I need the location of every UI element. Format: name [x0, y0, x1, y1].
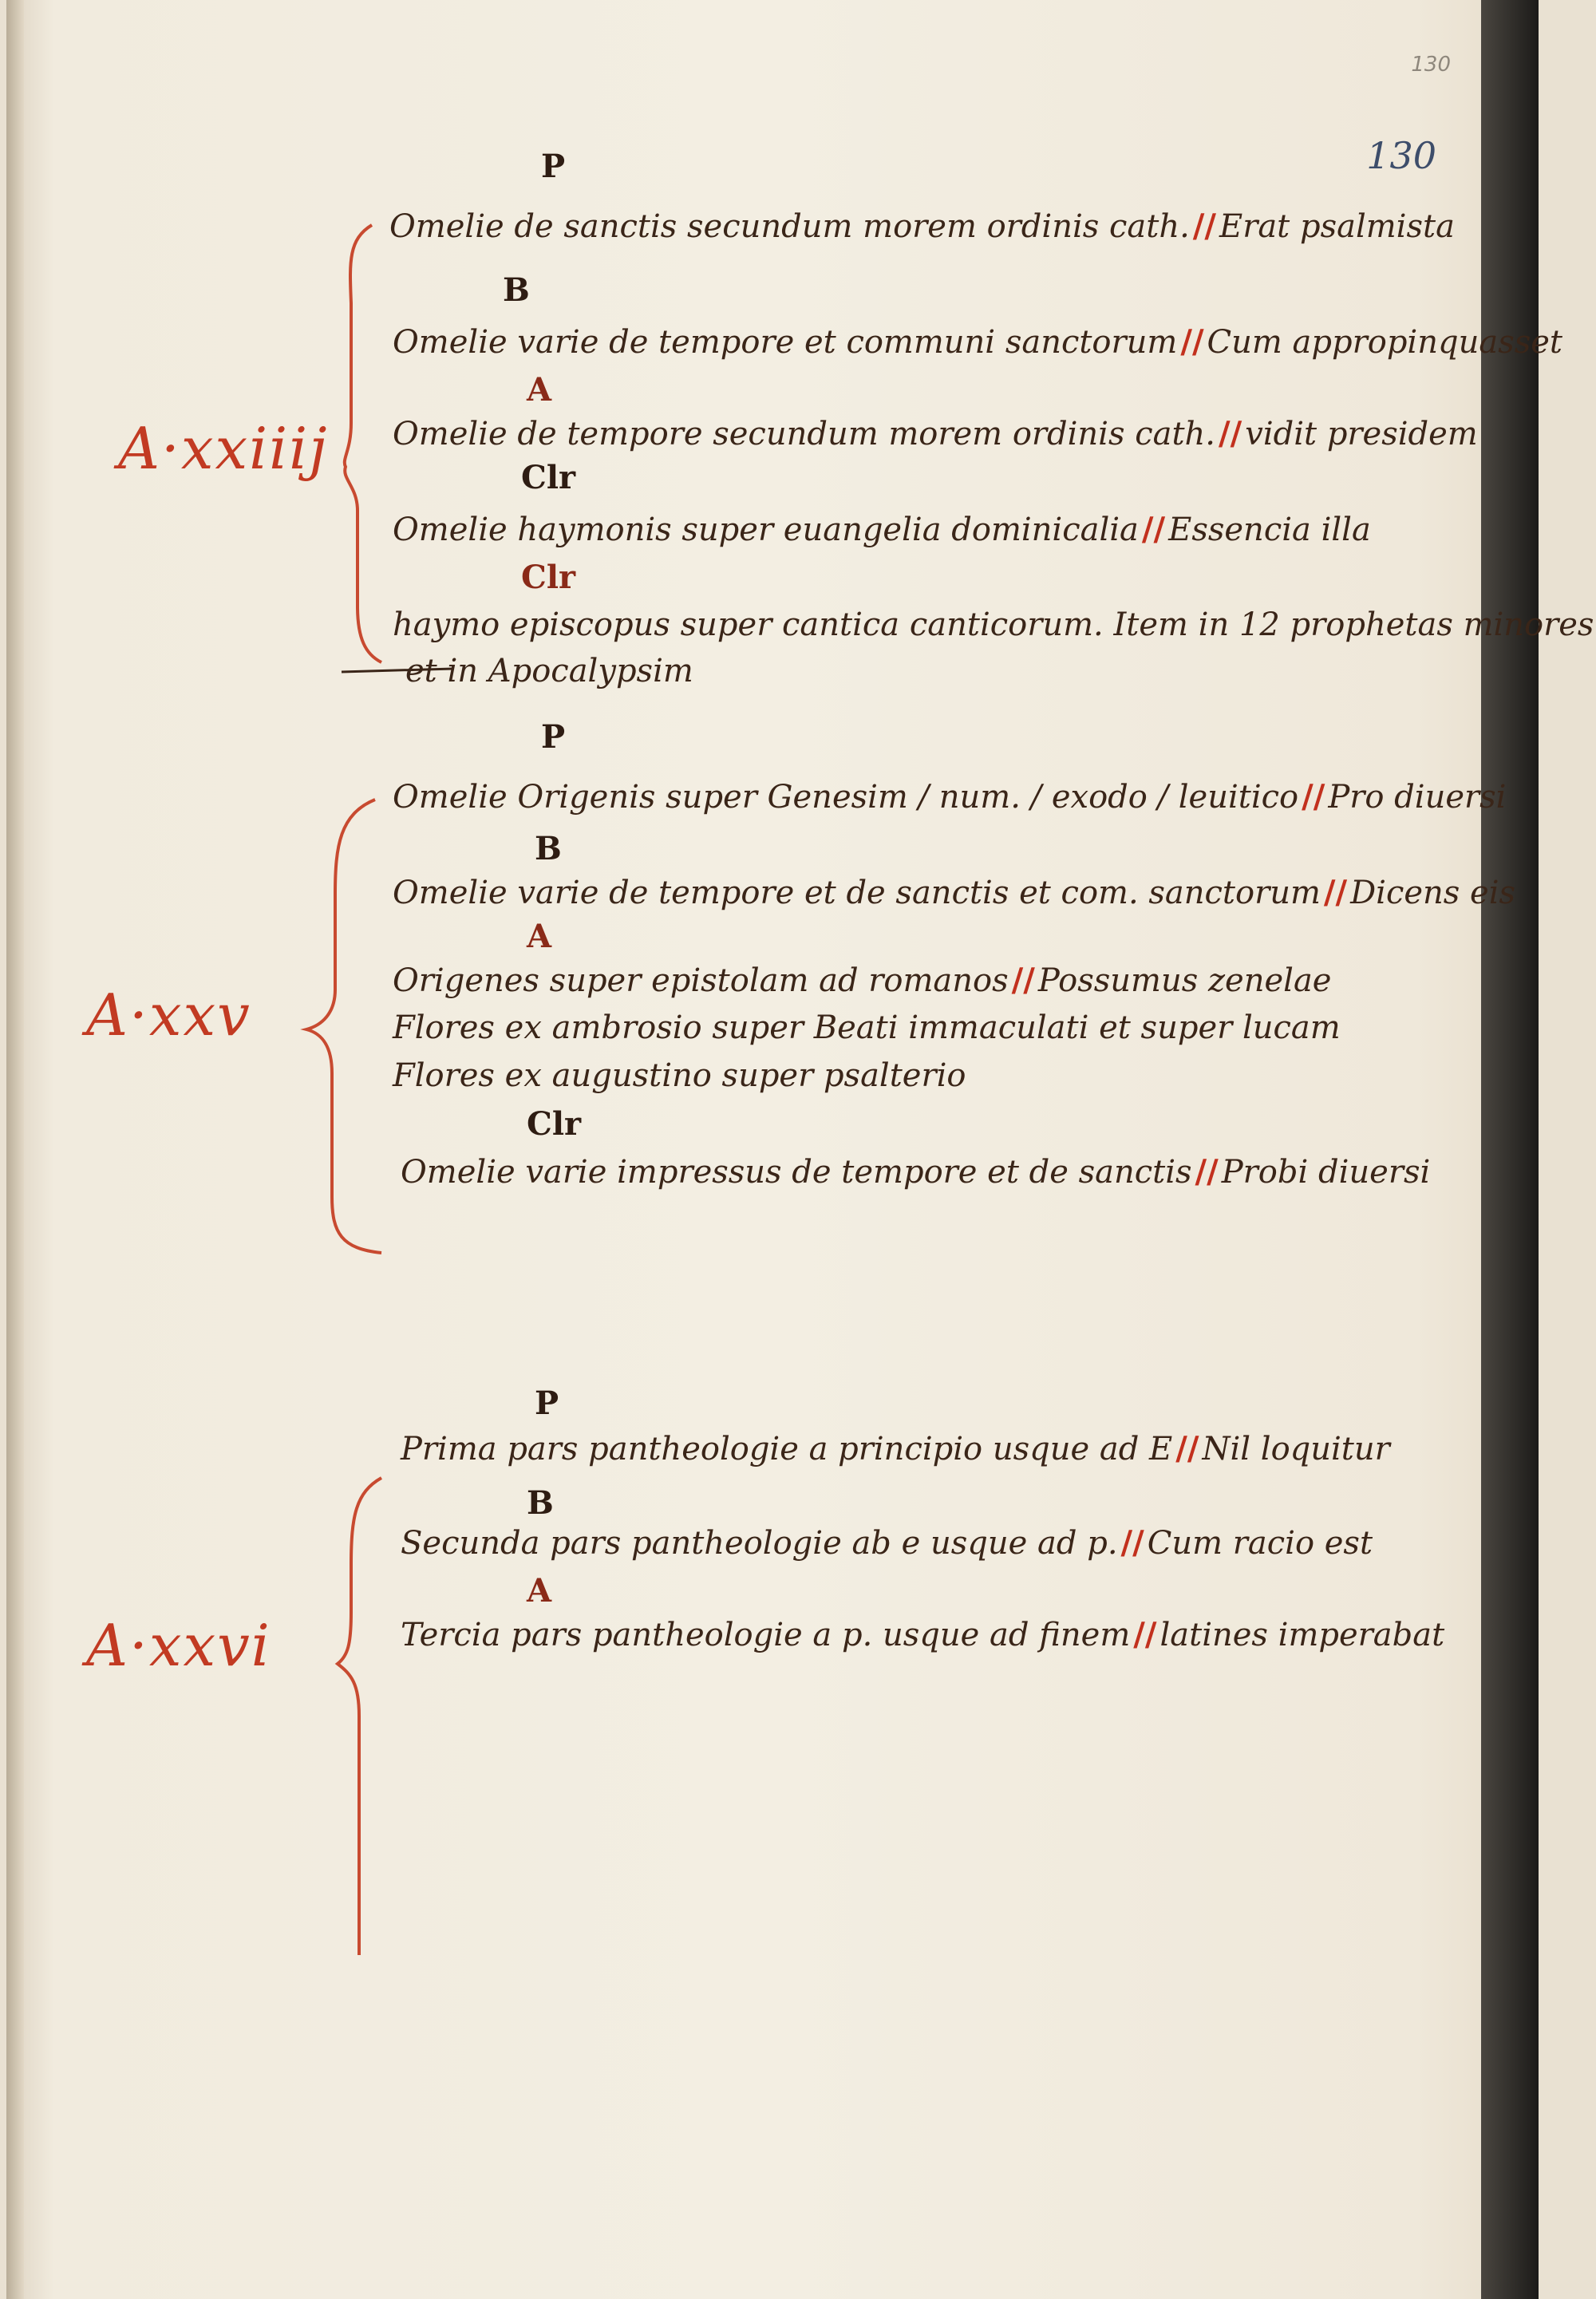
- entry-incipit: Nil loquitur: [1202, 1431, 1390, 1467]
- catalog-entry: Omelie de tempore secundum morem ordinis…: [393, 415, 1478, 452]
- shelf-letter: Clr: [521, 559, 576, 596]
- shelf-letter: Clr: [527, 1105, 582, 1143]
- entry-title: Flores ex augustino super psalterio: [393, 1057, 966, 1094]
- entry-incipit: Cum racio est: [1147, 1525, 1373, 1562]
- entry-incipit: Probi diuersi: [1221, 1154, 1431, 1191]
- entry-incipit: vidit presidem: [1245, 416, 1478, 452]
- shelf-letter: B: [503, 271, 530, 309]
- rubric-separator: //: [1175, 1430, 1199, 1467]
- entry-title: Flores ex ambrosio super Beati immaculat…: [393, 1009, 1341, 1046]
- brace-group-3: [334, 1476, 382, 1955]
- entry-title: Origenes super epistolam ad romanos: [393, 962, 1009, 999]
- rubric-separator: //: [1180, 323, 1204, 361]
- catalog-entry: Origenes super epistolam ad romanos//Pos…: [393, 962, 1331, 999]
- entry-incipit: Dicens eis: [1350, 875, 1516, 911]
- shelf-letter: B: [527, 1484, 554, 1522]
- rubric-separator: //: [1323, 874, 1348, 911]
- shelfmark-group-1: A·xxiiij: [118, 415, 329, 482]
- rubric-separator: //: [1011, 962, 1035, 999]
- entry-title: Omelie varie impressus de tempore et de …: [401, 1154, 1192, 1191]
- entry-title: Secunda pars pantheologie ab e usque ad …: [401, 1525, 1118, 1562]
- catalog-entry: Omelie de sanctis secundum morem ordinis…: [389, 207, 1455, 245]
- rubric-separator: //: [1195, 1153, 1219, 1191]
- shelf-letter: A: [527, 1572, 552, 1610]
- catalog-entry: Flores ex ambrosio super Beati immaculat…: [393, 1009, 1341, 1046]
- catalog-entry: Omelie varie de tempore et de sanctis et…: [393, 874, 1515, 911]
- catalog-entry: haymo episcopus super cantica canticorum…: [393, 606, 1594, 643]
- entry-title: Omelie haymonis super euangelia dominica…: [393, 512, 1139, 548]
- shelf-letter: Clr: [521, 459, 576, 496]
- brace-group-2: [300, 798, 382, 1254]
- brace-group-1: [342, 223, 382, 664]
- entry-title: Omelie varie de tempore et communi sanct…: [393, 324, 1178, 361]
- entry-incipit: Essencia illa: [1168, 512, 1371, 548]
- catalog-entry: Omelie varie de tempore et communi sanct…: [393, 323, 1562, 361]
- rubric-separator: //: [1219, 415, 1242, 452]
- rubric-separator: //: [1120, 1524, 1144, 1562]
- catalog-entry: Tercia pars pantheologie a p. usque ad f…: [401, 1616, 1444, 1653]
- catalog-entry: Omelie varie impressus de tempore et de …: [401, 1153, 1430, 1191]
- shelfmark-group-3: A·xxvi: [86, 1612, 271, 1679]
- shelf-letter: A: [527, 918, 552, 955]
- catalog-entry: Prima pars pantheologie a principio usqu…: [401, 1430, 1390, 1467]
- shelf-letter: P: [541, 148, 566, 185]
- entry-title: Omelie de sanctis secundum morem ordinis…: [389, 208, 1190, 245]
- shelf-letter: A: [527, 371, 552, 409]
- shelf-letter: P: [541, 718, 566, 756]
- rubric-braces: [300, 223, 454, 1955]
- entry-continuation: et in Apocalypsim: [405, 653, 693, 689]
- continuation-stroke: [341, 667, 454, 674]
- entry-incipit: Cum appropinquasset: [1207, 324, 1562, 361]
- rubric-separator: //: [1302, 778, 1325, 816]
- entry-title: haymo episcopus super cantica canticorum…: [393, 606, 1594, 643]
- entry-incipit: latines imperabat: [1159, 1617, 1445, 1653]
- catalog-entry: Flores ex augustino super psalterio: [393, 1057, 966, 1094]
- shelf-letter: B: [535, 830, 562, 867]
- rubric-separator: //: [1192, 207, 1217, 245]
- page-gutter-edge: [6, 0, 24, 2299]
- entry-incipit: Erat psalmista: [1219, 208, 1455, 245]
- entry-title: Prima pars pantheologie a principio usqu…: [401, 1431, 1173, 1467]
- entry-incipit: Possumus zenelae: [1037, 962, 1332, 999]
- folio-number-ink: 130: [1366, 134, 1436, 177]
- catalog-entry: Omelie haymonis super euangelia dominica…: [393, 511, 1371, 548]
- shelfmark-group-2: A·xxv: [86, 982, 251, 1049]
- rubric-separator: //: [1141, 511, 1166, 548]
- entry-title: Omelie Origenis super Genesim / num. / e…: [393, 779, 1299, 816]
- entry-incipit: Pro diuersi: [1328, 779, 1507, 816]
- scan-dark-border: [1481, 0, 1539, 2299]
- catalog-entry: Omelie Origenis super Genesim / num. / e…: [393, 778, 1506, 816]
- rubric-separator: //: [1133, 1616, 1157, 1653]
- manuscript-page: 130 130 A·xxiiij P Omelie de sanctis sec…: [6, 0, 1594, 2299]
- entry-title: Omelie varie de tempore et de sanctis et…: [393, 875, 1321, 911]
- entry-title: Tercia pars pantheologie a p. usque ad f…: [401, 1617, 1131, 1653]
- catalog-entry: Secunda pars pantheologie ab e usque ad …: [401, 1524, 1373, 1562]
- folio-number-pencil: 130: [1411, 53, 1451, 77]
- shelf-letter: P: [535, 1385, 559, 1422]
- entry-title: Omelie de tempore secundum morem ordinis…: [393, 416, 1216, 452]
